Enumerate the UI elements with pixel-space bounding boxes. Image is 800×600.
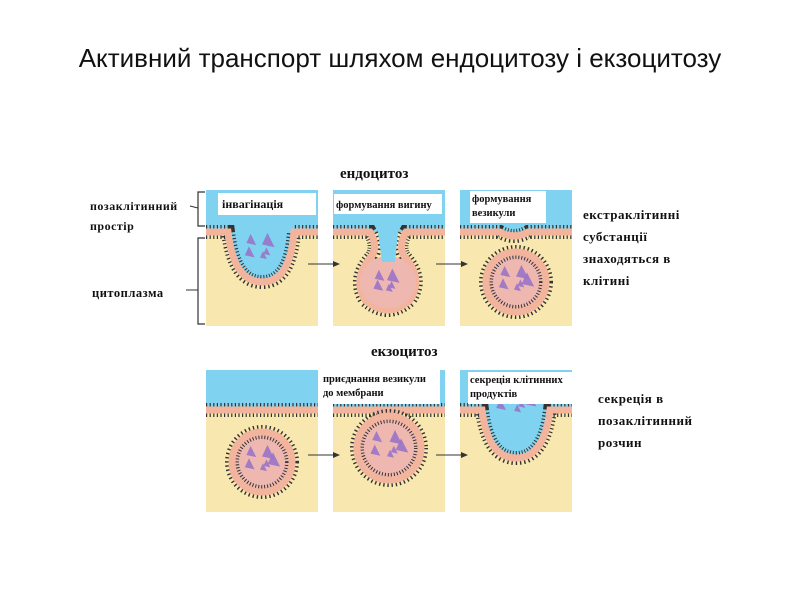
exo-panel-1 [206, 370, 318, 512]
endo-2-neck [378, 232, 398, 262]
step-arrowhead-1 [333, 261, 340, 267]
invagination-label-box [218, 193, 316, 215]
exo-2-vesicle-bilayer [353, 412, 425, 484]
step-arrowhead-4 [461, 452, 468, 458]
exo-2-vesicle-particle [389, 430, 403, 445]
invagination-formation-label: формування вигину [336, 200, 432, 211]
endo-2-lumen [360, 256, 416, 308]
exo-panel-1-extracellular [206, 370, 318, 410]
exo-1-vesicle-particle [244, 458, 255, 470]
endo-2-particle [386, 268, 400, 283]
endo-3-vesicle-bilayer [482, 248, 550, 316]
exo-1-vesicle-particle [263, 459, 271, 468]
endo-3-membrane-bilayer [460, 228, 572, 240]
exo-2-vesicle-particle [390, 445, 398, 454]
endo-3-vesicle-lumen [486, 252, 546, 312]
endo-1-particle [262, 232, 275, 248]
exo-3-membrane-bilayer [460, 406, 572, 462]
endo-2-particle [373, 279, 384, 291]
exo-1-vesicle-particle [259, 463, 267, 472]
exocytosis-header: екзоцитоз [371, 344, 438, 360]
exo-1-vesicle-bilayer [228, 428, 296, 496]
extracellular-bracket [197, 191, 205, 227]
endo-3-vesicle-particle [513, 283, 521, 292]
secretion-label-box [468, 372, 580, 404]
endo-1-particle [259, 251, 267, 260]
endo-1-particle [246, 233, 257, 246]
exo-3-particle [496, 398, 506, 411]
page-title: Активний транспорт шляхом ендоцитозу і е… [78, 43, 722, 73]
exo-1-vesicle-particle [246, 445, 257, 458]
exo-2-vesicle-lumen [357, 416, 421, 480]
endo-3-vesicle-particle [500, 265, 511, 278]
exo-1-vesicle-particle [267, 452, 281, 467]
exo-1-vesicle-lumen [232, 432, 292, 492]
invagination-label: інвагінація [222, 197, 284, 211]
vesicle-attachment-label: приєднання везикули до мембрани [323, 374, 426, 399]
endo-3-vesicle-particle [517, 279, 525, 288]
step-arrowhead-2 [461, 261, 468, 267]
invagination-formation-label-box [334, 194, 442, 214]
cytoplasm-bracket [197, 237, 205, 325]
extracellular-pointer [189, 205, 199, 209]
endo-2-particle [385, 283, 393, 292]
vesicle-formation-label: формування везикули [472, 194, 532, 219]
vesicle-attachment-label-box [320, 370, 440, 404]
exo-3-particle [514, 404, 522, 413]
endo-3-vesicle-particle [498, 278, 509, 290]
exo-2-vesicle-particle [370, 444, 381, 456]
cytoplasm-label: цитоплазма [92, 286, 164, 300]
exocytosis-result-text: секреція в позаклітинний розчин [598, 391, 693, 450]
endo-1-particle [244, 246, 255, 258]
exo-2-vesicle-particle [372, 430, 383, 443]
endo-2-particle [374, 269, 385, 281]
step-arrowhead-3 [333, 452, 340, 458]
exo-2-vesicle-particle [387, 449, 395, 458]
endo-2-membrane-bilayer [333, 228, 445, 314]
endocytosis-result-text: екстраклітинні субстанції знаходяться в … [583, 207, 680, 288]
endo-1-membrane-bilayer [206, 228, 318, 286]
vesicle-formation-label-box [470, 191, 546, 223]
endo-3-vesicle-particle [521, 272, 535, 287]
extracellular-space-label: позаклітинний простір [90, 199, 178, 233]
endo-1-particle [263, 247, 271, 256]
endocytosis-header: ендоцитоз [340, 166, 409, 182]
exo-2-vesicle-particle [395, 438, 409, 453]
secretion-label: секреція клітинних продуктів [470, 375, 563, 400]
